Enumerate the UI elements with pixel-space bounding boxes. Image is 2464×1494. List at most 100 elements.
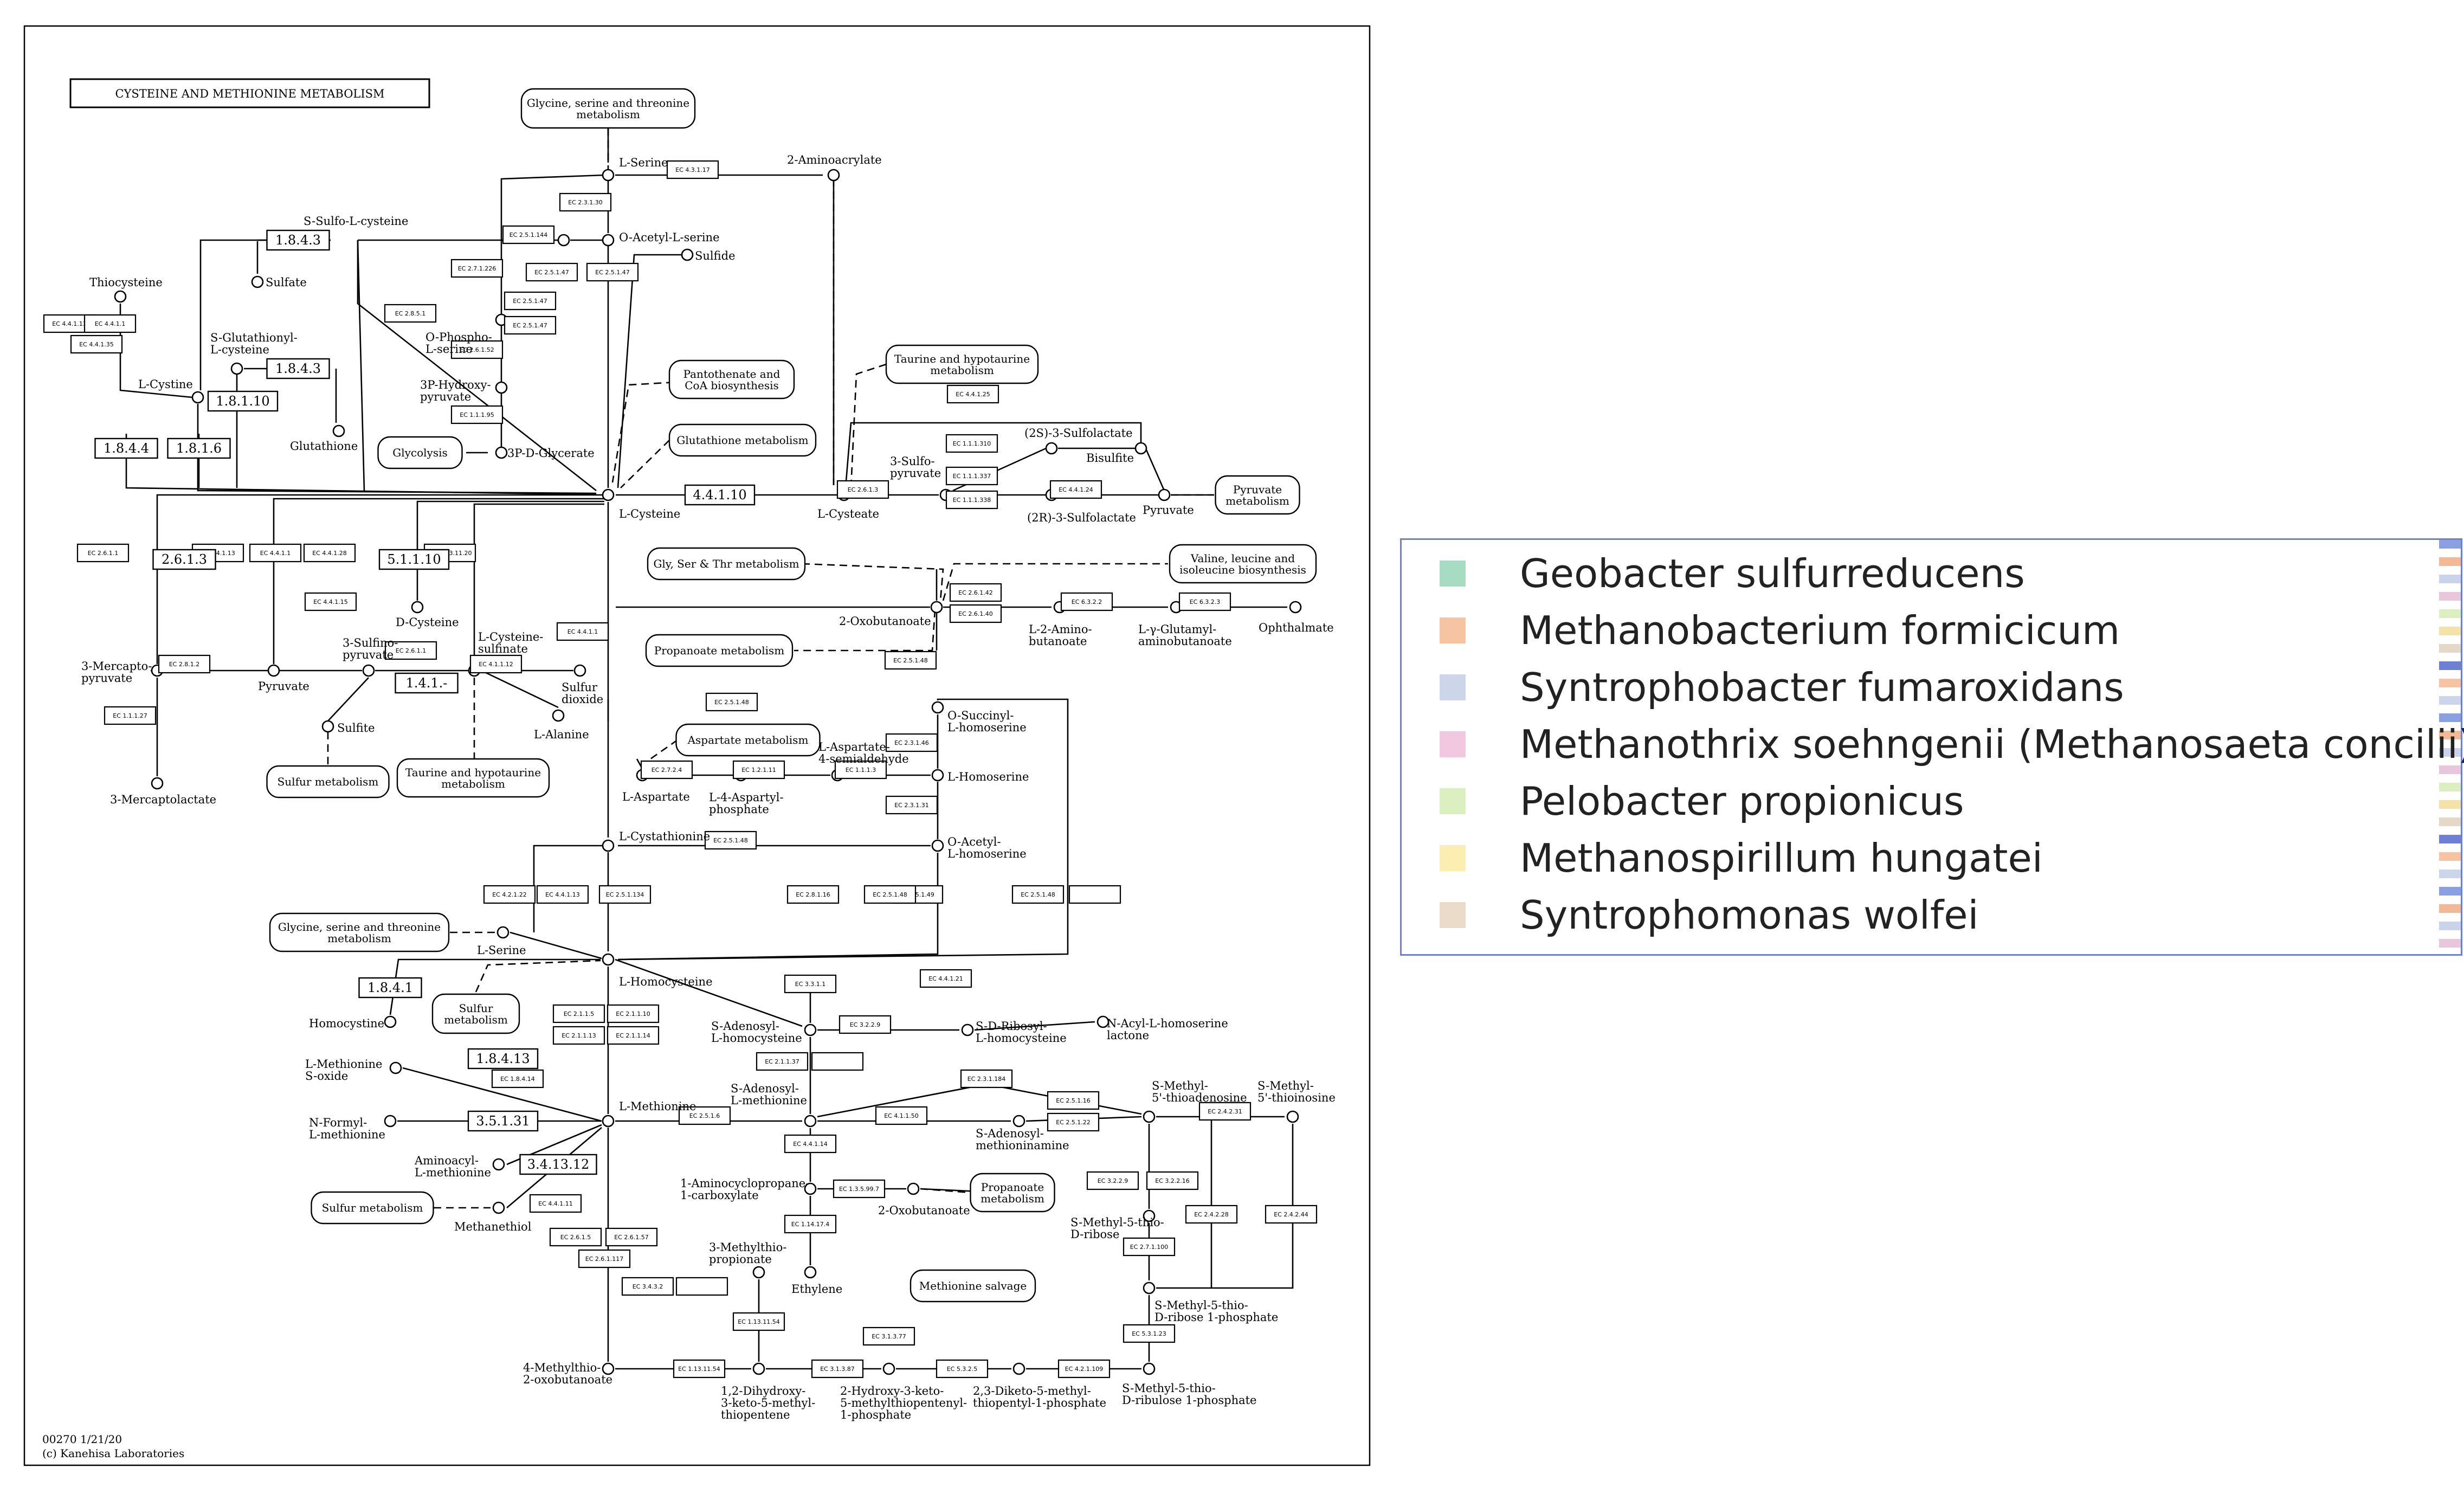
compound-node[interactable] [151,777,164,790]
enzyme-box[interactable]: EC 2.3.1.30 [559,192,612,212]
enzyme-box[interactable]: EC 2.6.1.57 [605,1227,658,1247]
enzyme-box[interactable]: EC 2.1.1.37 [756,1052,809,1071]
ec-number-box[interactable]: 1.8.4.13 [467,1048,539,1070]
compound-node[interactable] [1012,1115,1025,1128]
enzyme-box[interactable]: EC 2.1.1.14 [607,1026,660,1045]
compound-node[interactable] [602,1115,615,1128]
enzyme-box[interactable]: EC 4.2.1.109 [1057,1359,1111,1379]
enzyme-box[interactable]: EC 1.1.1.3 [834,760,887,780]
enzyme-box[interactable]: EC 3.2.2.16 [1146,1171,1199,1190]
enzyme-box[interactable]: EC 2.4.2.31 [1198,1102,1252,1121]
ec-number-box[interactable]: 1.8.4.4 [94,437,158,459]
compound-node[interactable] [332,424,345,437]
enzyme-box[interactable]: EC 2.4.2.44 [1265,1205,1318,1224]
compound-node[interactable] [804,1266,817,1279]
compound-node[interactable] [552,709,565,722]
enzyme-box[interactable]: EC 4.4.1.25 [946,384,999,404]
enzyme-box[interactable] [1068,885,1121,904]
compound-node[interactable] [1012,1362,1025,1375]
enzyme-box[interactable]: EC 2.1.1.13 [552,1026,605,1045]
enzyme-box[interactable]: EC 2.5.1.47 [525,262,578,282]
compound-node[interactable] [496,926,509,939]
compound-node[interactable] [827,169,840,182]
enzyme-box[interactable]: EC 2.6.1.1 [384,641,437,660]
enzyme-box[interactable]: EC 1.8.4.14 [491,1069,544,1089]
enzyme-box[interactable]: EC 2.6.1.52 [450,340,504,359]
enzyme-box[interactable]: EC 2.5.1.48 [863,885,917,904]
enzyme-box[interactable]: EC 2.5.1.48 [884,651,937,670]
enzyme-box[interactable]: EC 4.4.1.35 [70,334,123,354]
enzyme-box[interactable]: EC 2.7.1.100 [1123,1237,1176,1257]
enzyme-box[interactable]: EC 2.5.1.134 [598,885,652,904]
compound-node[interactable] [492,1201,505,1214]
compound-node[interactable] [1143,1362,1156,1375]
compound-node[interactable] [362,664,375,677]
enzyme-box[interactable]: EC 5.3.1.23 [1123,1324,1176,1343]
enzyme-box[interactable]: EC 2.6.1.40 [949,604,1002,623]
enzyme-box[interactable]: EC 4.4.1.28 [303,543,356,563]
compound-node[interactable] [1143,1209,1156,1222]
enzyme-box[interactable]: EC 2.8.1.16 [786,885,840,904]
compound-node[interactable] [191,391,204,404]
compound-node[interactable] [1286,1110,1299,1123]
compound-node[interactable] [602,488,615,501]
pathway-map-box[interactable]: Sulfur metabolism [266,765,390,798]
enzyme-box[interactable]: EC 2.5.1.47 [504,291,557,311]
enzyme-box[interactable]: EC 3.1.3.87 [811,1359,864,1379]
compound-node[interactable] [1045,442,1058,455]
compound-node[interactable] [882,1362,895,1375]
compound-node[interactable] [1289,601,1302,614]
enzyme-box[interactable]: EC 2.5.1.16 [1047,1091,1100,1110]
enzyme-box[interactable]: EC 2.5.1.6 [678,1106,731,1125]
compound-node[interactable] [384,1015,397,1028]
enzyme-box[interactable]: EC 3.4.3.2 [621,1277,674,1296]
enzyme-box[interactable]: EC 2.7.2.4 [640,760,693,780]
enzyme-box[interactable]: EC 4.4.1.1 [83,314,137,333]
compound-node[interactable] [557,234,570,247]
compound-node[interactable] [681,248,694,261]
enzyme-box[interactable] [811,1052,864,1071]
enzyme-box[interactable]: EC 2.3.1.31 [885,795,938,815]
compound-node[interactable] [804,1023,817,1036]
ec-number-box[interactable]: 1.4.1.- [395,672,459,694]
enzyme-box[interactable]: EC 2.5.1.47 [586,262,639,282]
enzyme-box[interactable]: EC 2.6.1.1 [76,543,130,563]
enzyme-box[interactable]: EC 2.5.1.48 [1011,885,1065,904]
pathway-map-box[interactable]: Propanoate metabolism [645,634,794,667]
compound-node[interactable] [961,1023,974,1036]
compound-node[interactable] [907,1182,920,1195]
enzyme-box[interactable]: EC 2.8.5.1 [384,304,437,323]
compound-node[interactable] [1096,1015,1110,1028]
enzyme-box[interactable]: EC 6.3.2.2 [1060,592,1113,611]
enzyme-box[interactable]: EC 5.3.2.5 [936,1359,989,1379]
enzyme-box[interactable]: EC 2.5.1.144 [502,225,555,244]
compound-node[interactable] [384,1115,397,1128]
enzyme-box[interactable]: EC 1.1.1.95 [450,405,504,424]
enzyme-box[interactable]: EC 2.1.1.5 [552,1004,605,1023]
compound-node[interactable] [1143,1282,1156,1295]
ec-number-box[interactable]: 2.6.1.3 [152,549,216,570]
enzyme-box[interactable]: EC 3.2.2.9 [1086,1171,1139,1190]
enzyme-box[interactable]: EC 2.5.1.48 [705,692,758,712]
compound-node[interactable] [930,601,943,614]
enzyme-box[interactable]: EC 4.3.1.17 [666,160,719,179]
compound-node[interactable] [389,1061,402,1074]
compound-node[interactable] [1158,488,1171,501]
enzyme-box[interactable]: EC 2.6.1.42 [949,583,1002,602]
enzyme-box[interactable]: EC 3.2.2.9 [838,1015,892,1034]
pathway-map-box[interactable]: Gly, Ser & Thr metabolism [647,547,806,581]
enzyme-box[interactable]: EC 2.6.1.117 [578,1249,631,1268]
enzyme-box[interactable]: EC 1.13.11.54 [673,1359,726,1379]
enzyme-box[interactable]: EC 3.1.3.77 [862,1326,915,1346]
enzyme-box[interactable]: EC 4.4.1.13 [536,885,589,904]
enzyme-box[interactable]: EC 4.4.1.11 [529,1194,582,1213]
pathway-map-box[interactable]: Sulfur metabolism [311,1191,434,1225]
compound-node[interactable] [492,1158,505,1171]
compound-node[interactable] [1134,442,1147,455]
ec-number-box[interactable]: 5.1.1.10 [378,549,450,570]
enzyme-box[interactable]: EC 1.13.11.54 [732,1312,785,1331]
